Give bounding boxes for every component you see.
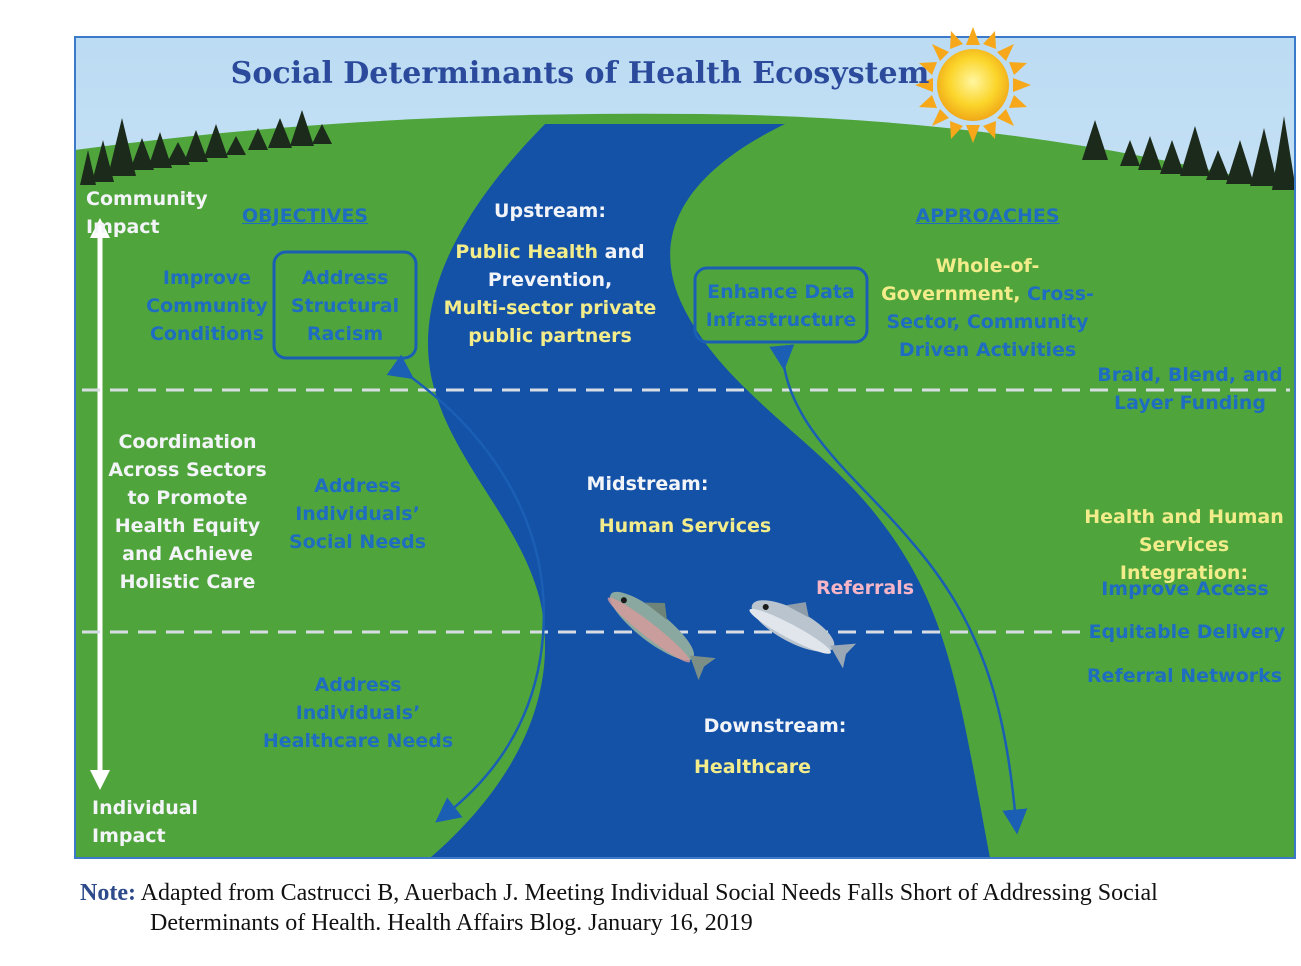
note-line2: Determinants of Health. Health Affairs B… (150, 910, 753, 936)
upstream-line3: Multi-sector private public partners (443, 297, 657, 347)
downstream-body: Healthcare (693, 756, 812, 778)
approaches-header: APPROACHES (915, 205, 1060, 227)
and-text: and (598, 241, 645, 263)
structural-racism-box (272, 250, 418, 360)
coordination-label: Coordination Across Sectors to Promote H… (108, 431, 267, 593)
midstream-header: Midstream: (586, 473, 709, 495)
midstream-body: Human Services (598, 515, 772, 537)
improve-access-label: Improve Access (1101, 578, 1269, 600)
integration-label: Health and Human Services Integration: (1084, 506, 1284, 584)
whole-government-block: Whole-of- Government, Cross- (880, 252, 1095, 308)
community-driven-text: Sector, Community Driven Activities (886, 311, 1089, 361)
fish-left-icon (607, 591, 716, 681)
trees-right (1082, 116, 1295, 190)
data-infrastructure-label: Enhance Data Infrastructure (705, 281, 857, 331)
referral-networks-label: Referral Networks (1086, 665, 1283, 687)
upstream-line2: Prevention, (487, 269, 613, 291)
structural-racism-label: Address Structural Racism (290, 267, 400, 345)
cross-text: Cross- (1020, 283, 1094, 305)
sun-icon (915, 27, 1031, 143)
fish-right-icon (749, 600, 857, 669)
trees-left (80, 110, 332, 185)
community-impact-label: Community Impact (86, 188, 208, 238)
braid-blend-label: Braid, Blend, and Layer Funding (1097, 364, 1283, 414)
note-line1: Adapted from Castrucci B, Auerbach J. Me… (135, 880, 1158, 906)
upstream-line1: Public Health and (430, 238, 670, 266)
page-title: Social Determinants of Health Ecosystem (230, 56, 930, 91)
upstream-header: Upstream: (494, 200, 606, 222)
whole-government-text: Whole-of- Government, (881, 255, 1040, 305)
healthcare-needs-label: Address Individuals’ Healthcare Needs (262, 674, 454, 752)
public-health-text: Public Health (455, 241, 599, 263)
referrals-label: Referrals (815, 577, 915, 599)
frame (74, 36, 1296, 859)
equitable-delivery-label: Equitable Delivery (1088, 621, 1286, 643)
impact-axis-arrow (90, 218, 110, 790)
left-curved-arrow (386, 354, 545, 823)
note-key: Note: (80, 880, 136, 906)
individual-impact-label: Individual Impact (92, 797, 199, 847)
objectives-header: OBJECTIVES (241, 205, 369, 227)
downstream-header: Downstream: (703, 715, 847, 737)
source-note: Note: Adapted from Castrucci B, Auerbach… (80, 878, 1295, 936)
right-curved-arrow (769, 344, 1028, 835)
data-infrastructure-box (693, 266, 869, 344)
improve-conditions-label: Improve Community Conditions (146, 267, 268, 345)
social-needs-label: Address Individuals’ Social Needs (288, 475, 427, 553)
